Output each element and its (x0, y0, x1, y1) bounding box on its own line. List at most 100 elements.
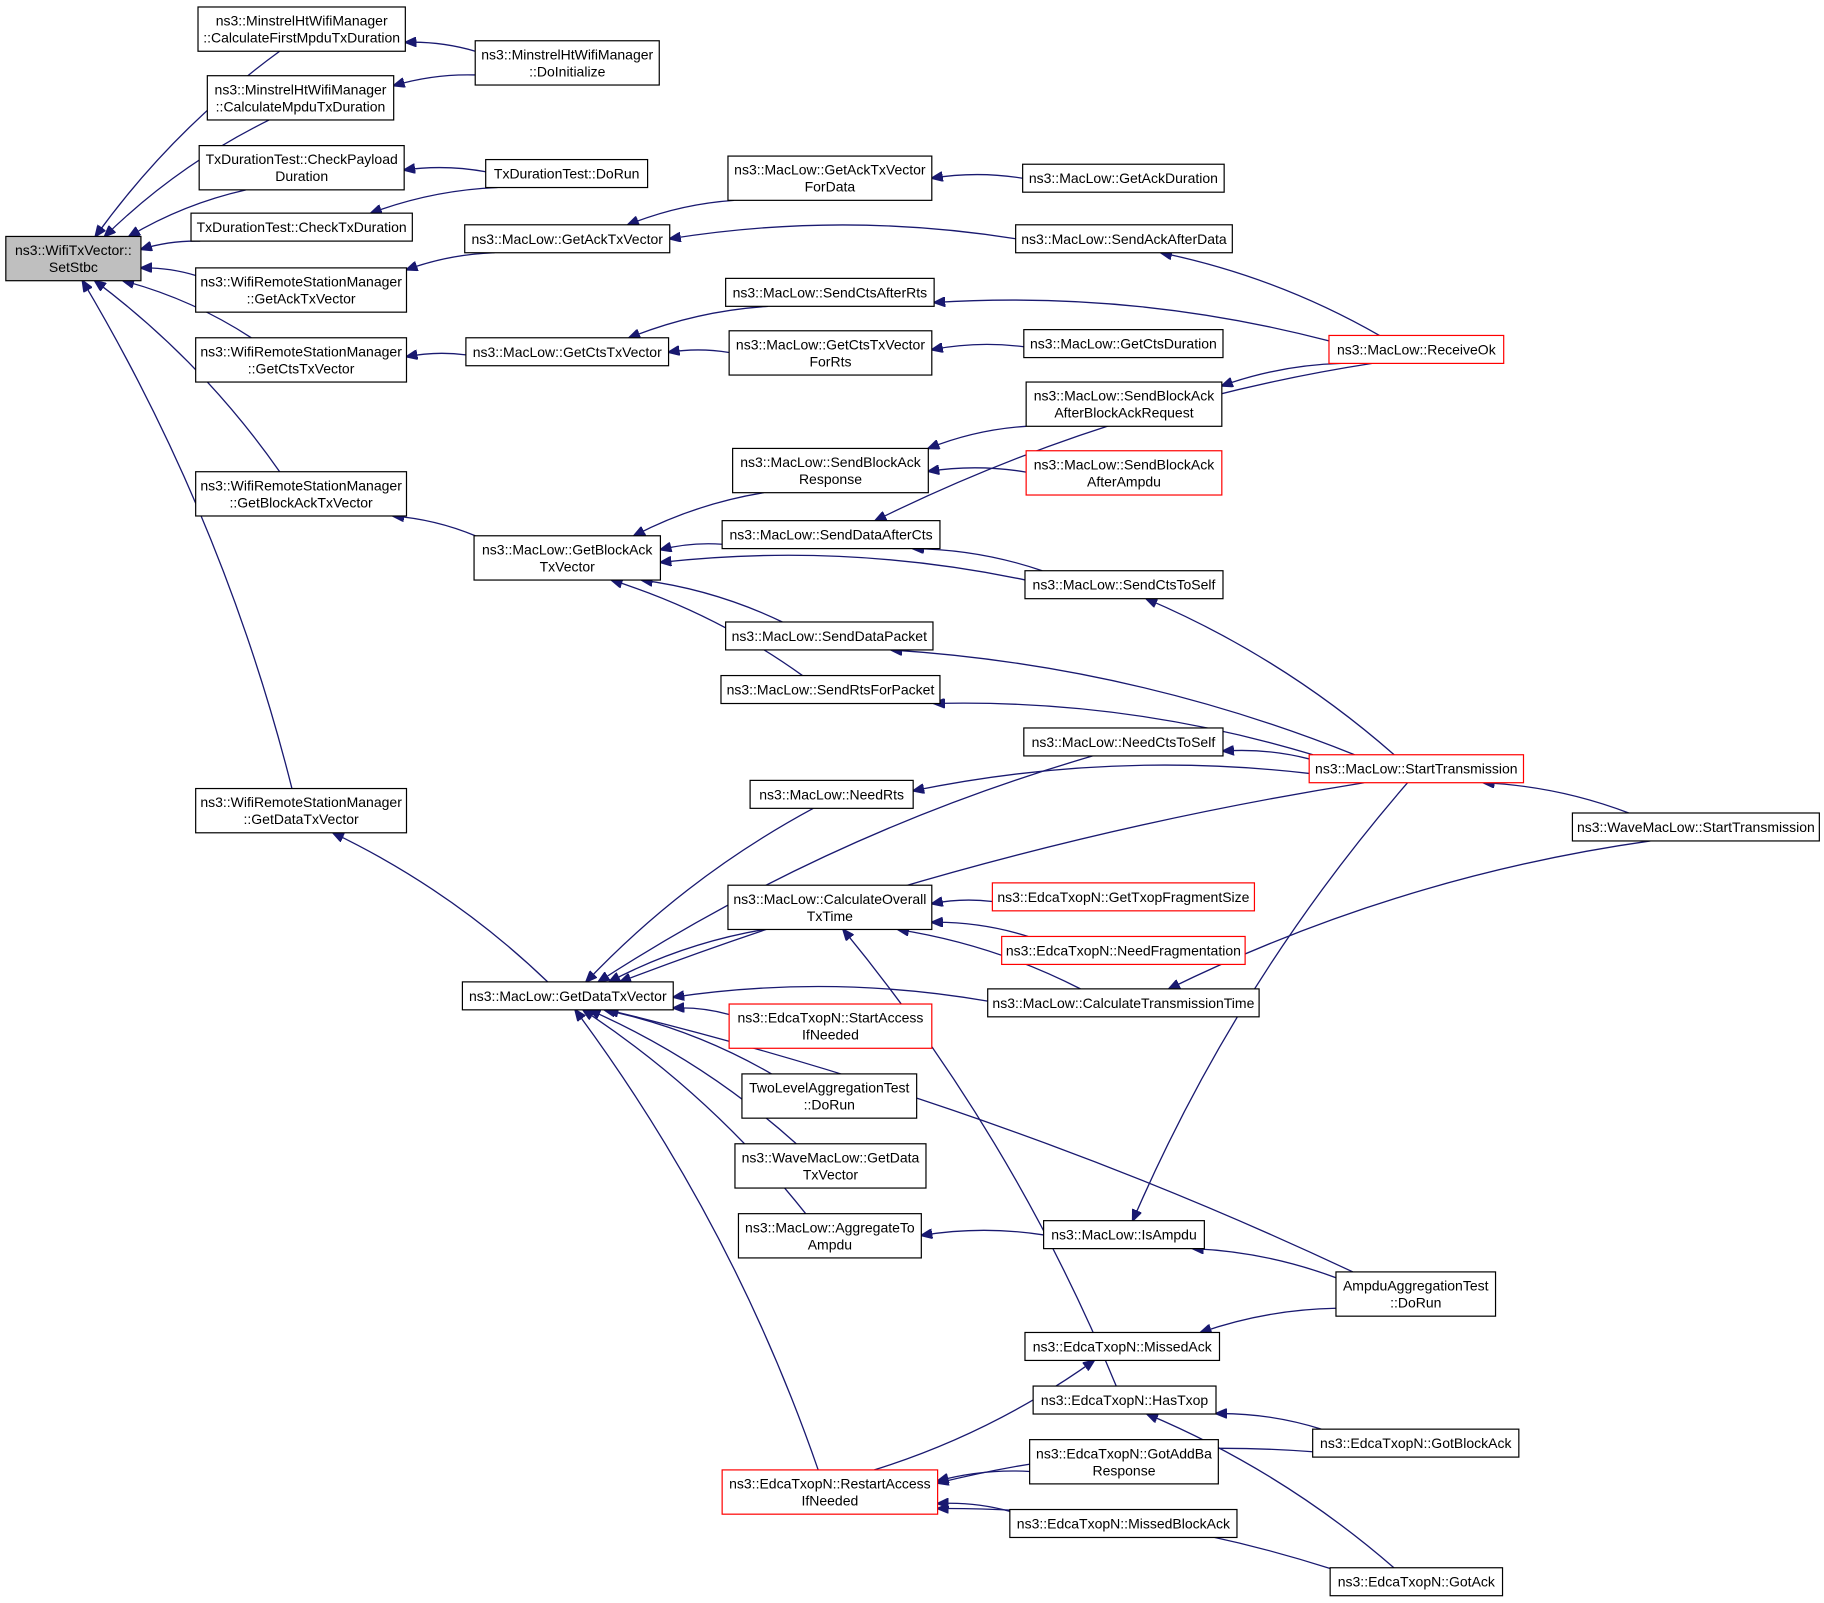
node-wrsm-data[interactable]: ns3::WifiRemoteStationManager::GetDataTx… (195, 787, 408, 834)
edge-ml_calcoverall-to-ml_getdata (609, 928, 765, 981)
node-box (725, 621, 934, 651)
node-label: TxDurationTest::DoRun (494, 166, 640, 182)
node-wrsm-ack[interactable]: ns3::WifiRemoteStationManager::GetAckTxV… (195, 267, 408, 313)
node-box (734, 1143, 927, 1189)
node-ml-ackdur[interactable]: ns3::MacLow::GetAckDuration (1022, 163, 1225, 193)
node-root[interactable]: ns3::WifiTxVector::SetStbc (5, 235, 142, 282)
node-box (195, 337, 408, 383)
node-twolevel[interactable]: TwoLevelAggregationTest::DoRun (741, 1073, 918, 1119)
node-box (732, 447, 929, 494)
node-label: ns3::WifiRemoteStationManager (200, 794, 402, 810)
edge-ml_ackfordata-to-ml_getack (628, 199, 734, 224)
node-edca-missedack[interactable]: ns3::EdcaTxopN::MissedAck (1024, 1331, 1221, 1362)
node-label: ns3::WifiRemoteStationManager (200, 274, 402, 290)
node-ml-sbabar[interactable]: ns3::MacLow::SendBlockAckAfterBlockAckRe… (1025, 381, 1223, 427)
node-label: ns3::MacLow::CalculateTransmissionTime (992, 995, 1254, 1011)
node-label: TxDurationTest::CheckPayload (206, 151, 398, 167)
node-ml-getctstx[interactable]: ns3::MacLow::GetCtsTxVector (465, 337, 670, 367)
edge-ml_getctstx-to-wrsm_cts (406, 353, 466, 356)
node-wrsm-ba[interactable]: ns3::WifiRemoteStationManager::GetBlockA… (195, 471, 408, 517)
node-edca-getfrag[interactable]: ns3::EdcaTxopN::GetTxopFragmentSize (991, 882, 1256, 912)
node-label: ns3::MacLow::SendBlockAck (740, 454, 922, 470)
node-label: ::GetAckTxVector (247, 291, 356, 307)
node-ml-sendackafter[interactable]: ns3::MacLow::SendAckAfterData (1015, 224, 1233, 254)
node-ml-isampdu[interactable]: ns3::MacLow::IsAmpdu (1043, 1220, 1205, 1250)
node-ml-needrts[interactable]: ns3::MacLow::NeedRts (749, 779, 914, 809)
node-edca-needfrag[interactable]: ns3::EdcaTxopN::NeedFragmentation (1001, 935, 1246, 966)
node-edca-missedba[interactable]: ns3::EdcaTxopN::MissedBlockAck (1009, 1508, 1238, 1539)
node-box (195, 471, 408, 517)
node-mh-mpdu[interactable]: ns3::MinstrelHtWifiManager::CalculateMpd… (206, 75, 395, 121)
node-box (465, 337, 670, 367)
edge-ml_getba-to-wrsm_ba (393, 516, 476, 537)
node-box (474, 40, 660, 86)
node-ml-needctstoself[interactable]: ns3::MacLow::NeedCtsToSelf (1023, 727, 1224, 757)
node-wave-starttx[interactable]: ns3::WaveMacLow::StartTransmission (1571, 812, 1820, 842)
node-box (485, 158, 649, 189)
edge-ml_receiveok-to-ml_sbabar (1222, 362, 1342, 385)
node-ml-ctsdur[interactable]: ns3::MacLow::GetCtsDuration (1023, 329, 1224, 359)
node-label: ns3::EdcaTxopN::MissedAck (1033, 1338, 1213, 1354)
node-label: ns3::MacLow::SendRtsForPacket (727, 682, 935, 698)
edge-ml_senddataaftercts-to-ml_getba (660, 544, 723, 550)
node-label: ::DoRun (1390, 1295, 1441, 1311)
node-edca-gotack[interactable]: ns3::EdcaTxopN::GotAck (1329, 1567, 1504, 1597)
node-ml-starttx[interactable]: ns3::MacLow::StartTransmission (1308, 754, 1525, 784)
node-wrsm-cts[interactable]: ns3::WifiRemoteStationManager::GetCtsTxV… (195, 337, 408, 383)
node-label: TxDurationTest::CheckTxDuration (197, 219, 407, 235)
node-txd-dorun[interactable]: TxDurationTest::DoRun (485, 158, 649, 189)
node-box (749, 779, 914, 809)
node-ml-sendrts[interactable]: ns3::MacLow::SendRtsForPacket (720, 674, 941, 705)
edge-ml_needrts-to-ml_getdata (586, 807, 814, 982)
node-ml-getdata[interactable]: ns3::MacLow::GetDataTxVector (461, 981, 674, 1011)
node-label: TxVector (803, 1166, 859, 1182)
node-ml-calctrans[interactable]: ns3::MacLow::CalculateTransmissionTime (987, 988, 1260, 1018)
node-ampdu-test[interactable]: AmpduAggregationTest::DoRun (1335, 1271, 1497, 1317)
node-box (197, 6, 406, 52)
node-ml-getack[interactable]: ns3::MacLow::GetAckTxVector (464, 224, 671, 254)
node-label: AfterAmpdu (1087, 473, 1161, 489)
node-label: ns3::EdcaTxopN::GotAck (1338, 1574, 1496, 1590)
node-ml-senddataaftercts[interactable]: ns3::MacLow::SendDataAfterCts (721, 520, 941, 550)
node-wave-getdata[interactable]: ns3::WaveMacLow::GetDataTxVector (734, 1143, 927, 1189)
edge-ampdu_test-to-ml_getdata (608, 1010, 1354, 1273)
node-ml-sendctstoself[interactable]: ns3::MacLow::SendCtsToSelf (1024, 570, 1224, 600)
node-label: ns3::EdcaTxopN::StartAccess (737, 1010, 923, 1026)
edge-wave_getdata-to-ml_getdata (589, 1010, 797, 1145)
node-txd-check[interactable]: TxDurationTest::CheckTxDuration (190, 212, 413, 242)
node-edca-hastxop[interactable]: ns3::EdcaTxopN::HasTxop (1032, 1385, 1217, 1415)
node-label: ns3::EdcaTxopN::GotAddBa (1036, 1445, 1212, 1461)
node-box (741, 1073, 918, 1119)
node-ml-senddatapacket[interactable]: ns3::MacLow::SendDataPacket (725, 621, 934, 651)
node-label: ns3::MacLow::IsAmpdu (1051, 1227, 1197, 1243)
node-edca-gotblockack[interactable]: ns3::EdcaTxopN::GotBlockAck (1312, 1428, 1520, 1458)
node-label: ns3::MacLow::ReceiveOk (1337, 341, 1497, 357)
node-box (1023, 329, 1224, 359)
node-label: Response (1092, 1462, 1155, 1478)
node-box (728, 1003, 933, 1049)
edge-ml_getack-to-wrsm_ack (406, 252, 495, 270)
node-box (1329, 1567, 1504, 1597)
node-ml-receiveok[interactable]: ns3::MacLow::ReceiveOk (1328, 334, 1505, 365)
node-label: ns3::EdcaTxopN::NeedFragmentation (1006, 942, 1241, 958)
node-box (464, 224, 671, 254)
node-label: ns3::MacLow::GetCtsTxVector (473, 344, 662, 360)
node-box (1025, 450, 1223, 496)
node-ml-getba[interactable]: ns3::MacLow::GetBlockAckTxVector (473, 535, 662, 581)
node-label: ns3::MacLow::GetAckDuration (1029, 170, 1218, 186)
node-mh-doinit[interactable]: ns3::MinstrelHtWifiManager::DoInitialize (474, 40, 660, 86)
node-label: ns3::MinstrelHtWifiManager (216, 13, 388, 29)
edge-ml_sendackafter-to-ml_getack (670, 224, 1016, 239)
node-ml-sendcts[interactable]: ns3::MacLow::SendCtsAfterRts (725, 277, 935, 307)
node-mh-first[interactable]: ns3::MinstrelHtWifiManager::CalculateFir… (197, 6, 406, 52)
